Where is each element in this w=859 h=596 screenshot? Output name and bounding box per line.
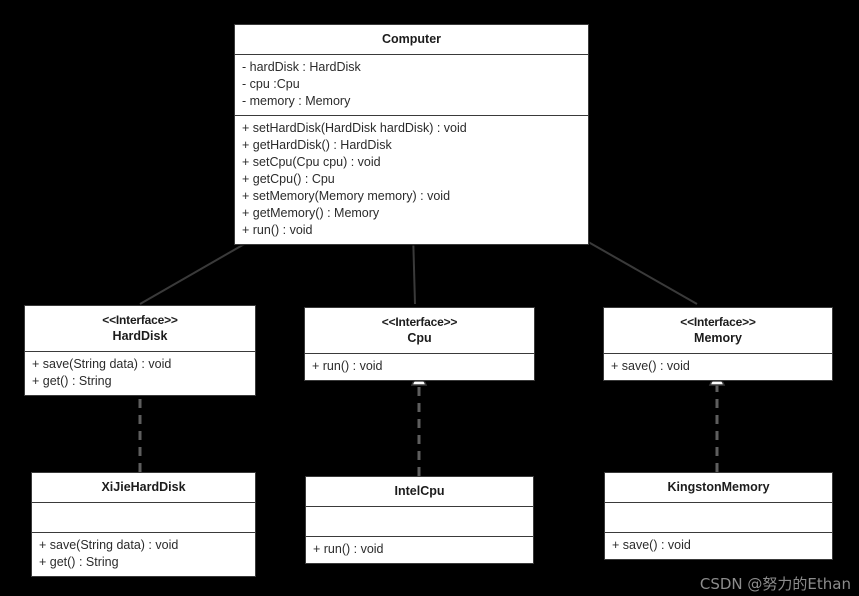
class-methods-intelcpu: + run() : void	[306, 536, 533, 563]
method-row: + get() : String	[39, 555, 119, 569]
class-title-cpu: <<Interface>> Cpu	[305, 308, 534, 353]
edge-kingstonmemory-memory	[708, 368, 726, 472]
class-methods-harddisk: + save(String data) : void + get() : Str…	[25, 351, 255, 395]
stereotype-label-cpu: <<Interface>>	[381, 315, 458, 329]
class-name-kingstonmemory: KingstonMemory	[667, 480, 770, 494]
method-row: + save(String data) : void	[32, 357, 172, 371]
class-name-memory: Memory	[694, 331, 742, 345]
class-name-xijieharddisk: XiJieHardDisk	[101, 480, 186, 494]
watermark-label: CSDN @努力的Ethan	[699, 575, 851, 593]
class-attributes-computer: - hardDisk : HardDisk - cpu :Cpu - memor…	[235, 54, 588, 115]
method-row: + run() : void	[312, 359, 383, 373]
class-name-computer: Computer	[381, 32, 442, 46]
method-row: + getHardDisk() : HardDisk	[242, 138, 392, 152]
method-row: + run() : void	[242, 223, 313, 237]
class-box-cpu[interactable]: <<Interface>> Cpu + run() : void	[304, 307, 535, 381]
class-box-memory[interactable]: <<Interface>> Memory + save() : void	[603, 307, 833, 381]
class-methods-xijieharddisk: + save(String data) : void + get() : Str…	[32, 532, 255, 576]
class-methods-cpu: + run() : void	[305, 353, 534, 380]
class-methods-memory: + save() : void	[604, 353, 832, 380]
method-row: + setCpu(Cpu cpu) : void	[242, 155, 381, 169]
method-row: + getCpu() : Cpu	[242, 172, 335, 186]
class-name-harddisk: HardDisk	[112, 329, 168, 343]
method-row: + setMemory(Memory memory) : void	[242, 189, 451, 203]
class-title-memory: <<Interface>> Memory	[604, 308, 832, 353]
attribute-row: - memory : Memory	[242, 94, 351, 108]
attribute-row: - cpu :Cpu	[242, 77, 300, 91]
class-title-intelcpu: IntelCpu	[306, 477, 533, 506]
class-box-computer[interactable]: Computer - hardDisk : HardDisk - cpu :Cp…	[234, 24, 589, 245]
method-row: + save() : void	[612, 538, 691, 552]
class-title-harddisk: <<Interface>> HardDisk	[25, 306, 255, 351]
class-title-kingstonmemory: KingstonMemory	[605, 473, 832, 502]
edge-intelcpu-cpu	[410, 368, 428, 476]
class-box-harddisk[interactable]: <<Interface>> HardDisk + save(String dat…	[24, 305, 256, 396]
class-attributes-intelcpu	[306, 506, 533, 536]
stereotype-label-harddisk: <<Interface>>	[102, 313, 178, 327]
class-attributes-kingstonmemory	[605, 502, 832, 532]
class-title-computer: Computer	[235, 25, 588, 54]
class-name-cpu: Cpu	[407, 331, 432, 345]
method-row: + setHardDisk(HardDisk hardDisk) : void	[242, 121, 467, 135]
class-title-xijieharddisk: XiJieHardDisk	[32, 473, 255, 502]
method-row: + getMemory() : Memory	[242, 206, 380, 220]
method-row: + save(String data) : void	[39, 538, 179, 552]
stereotype-label-memory: <<Interface>>	[680, 315, 756, 329]
method-row: + save() : void	[611, 359, 690, 373]
class-box-kingstonmemory[interactable]: KingstonMemory + save() : void	[604, 472, 833, 560]
method-row: + get() : String	[32, 374, 112, 388]
class-box-xijieharddisk[interactable]: XiJieHardDisk + save(String data) : void…	[31, 472, 256, 577]
class-name-intelcpu: IntelCpu	[394, 484, 445, 498]
attribute-row: - hardDisk : HardDisk	[242, 60, 361, 74]
method-row: + run() : void	[313, 542, 384, 556]
class-methods-kingstonmemory: + save() : void	[605, 532, 832, 559]
class-methods-computer: + setHardDisk(HardDisk hardDisk) : void …	[235, 115, 588, 244]
class-attributes-xijieharddisk	[32, 502, 255, 532]
class-box-intelcpu[interactable]: IntelCpu + run() : void	[305, 476, 534, 564]
